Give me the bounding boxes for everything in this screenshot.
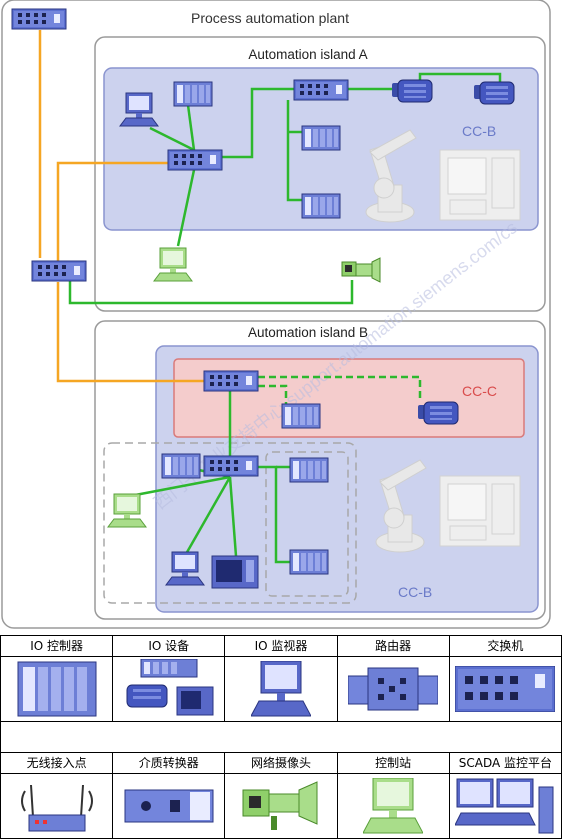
ccc-label: CC-C (462, 383, 497, 399)
island-a-ccb-switch-icon (293, 79, 349, 101)
plant-router-icon (11, 8, 67, 30)
subcell-inner (265, 451, 349, 597)
legend-row-2-icons (0, 773, 562, 839)
legend-label: IO 控制器 (0, 635, 114, 657)
network-camera-icon (341, 257, 381, 283)
legend-label: 交换机 (448, 635, 562, 657)
ccc-drive-icon (417, 401, 459, 425)
io-device-icon (126, 659, 214, 716)
machine-tool-image (439, 475, 521, 547)
control-station-icon (363, 778, 424, 834)
legend-row-1-icons (0, 656, 562, 722)
legend-table: IO 控制器 IO 设备 IO 监视器 路由器 交换机 (0, 635, 562, 839)
fiber-links (38, 30, 204, 383)
network-diagram: Process automation plant Automation isla… (1, 0, 551, 629)
island-b-controller-icon (161, 453, 201, 479)
island-a-drive-icon (473, 81, 515, 105)
scada-platform-icon (455, 778, 554, 834)
legend-row-2-labels: 无线接入点 介质转换器 网络摄像头 控制站 SCADA 监控平台 (0, 752, 562, 774)
legend-label: 介质转换器 (112, 752, 226, 774)
island-a-supervisor-icon (119, 92, 159, 127)
island-a-drive-icon (391, 79, 433, 103)
island-b-supervisor-icon (165, 551, 205, 586)
machine-tool-image (439, 149, 521, 221)
island-a-io-device-icon (301, 193, 341, 219)
network-camera-icon (242, 781, 318, 830)
plant-title: Process automation plant (191, 10, 349, 26)
plant-switch-icon (31, 260, 87, 282)
island-a-io-device-icon (301, 125, 341, 151)
ccc-dashed-links (258, 375, 422, 404)
ethernet-links (68, 72, 502, 564)
legend-label: 路由器 (336, 635, 450, 657)
island-a-title: Automation island A (248, 47, 367, 62)
io-controller-icon (17, 661, 97, 717)
legend-label: 网络摄像头 (224, 752, 338, 774)
island-b-router-icon (203, 370, 259, 392)
io-supervisor-icon (250, 661, 311, 717)
legend-label: 控制站 (336, 752, 450, 774)
island-b-io-device-icon (289, 549, 329, 575)
legend-label: SCADA 监控平台 (448, 752, 562, 774)
island-b-switch-icon (203, 455, 259, 477)
island-b-ccb-label: CC-B (398, 584, 432, 600)
wireless-access-point-icon (20, 784, 93, 832)
switch-icon (455, 666, 556, 712)
legend-label: 无线接入点 (0, 752, 114, 774)
legend-label: IO 设备 (112, 635, 226, 657)
island-b-title: Automation island B (248, 325, 368, 340)
island-b-station-icon (107, 493, 147, 528)
island-a-controller-icon (173, 81, 213, 107)
router-icon (348, 667, 439, 711)
ccc-io-device-icon (281, 403, 321, 429)
legend-spacer-row (0, 721, 562, 753)
island-a-switch-icon (167, 149, 223, 171)
island-a-ccb-label: CC-B (462, 123, 496, 139)
legend-label: IO 监视器 (224, 635, 338, 657)
legend-row-1-labels: IO 控制器 IO 设备 IO 监视器 路由器 交换机 (0, 635, 562, 657)
island-b-io-device-icon (289, 457, 329, 483)
island-a-station-icon (153, 247, 193, 282)
media-converter-icon (124, 789, 214, 823)
island-b-hmi-icon (211, 555, 259, 589)
